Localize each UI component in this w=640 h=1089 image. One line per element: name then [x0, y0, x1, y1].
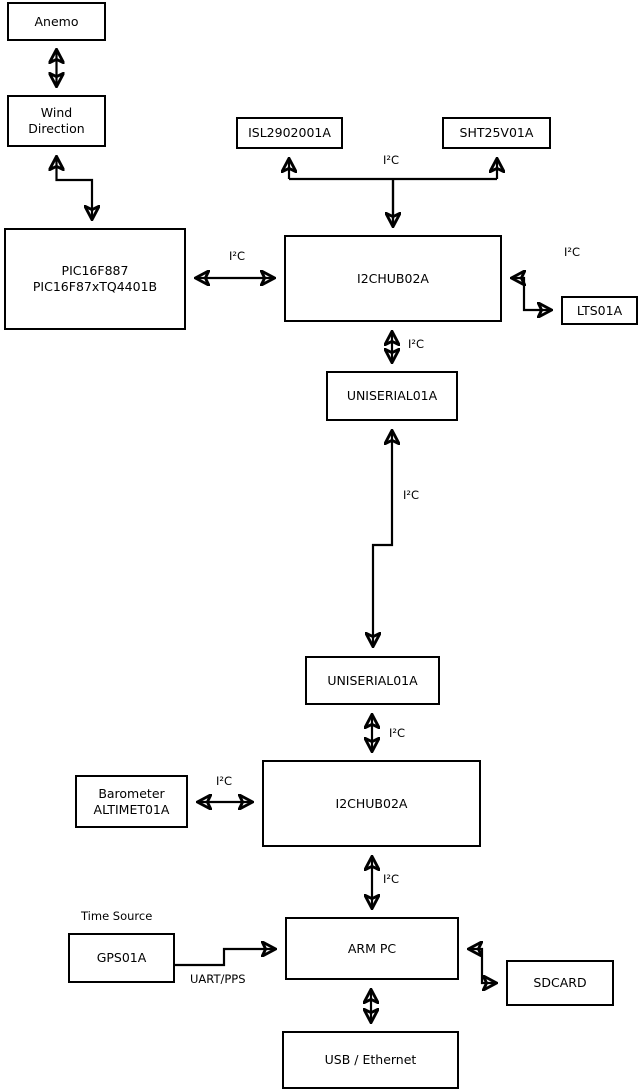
edge-label-i2c-hub2-arm: I²C [383, 872, 400, 886]
edge-label-i2c-uniserial-link: I²C [403, 488, 420, 502]
node-uniserial01a-bottom[interactable]: UNISERIAL01A [305, 656, 440, 705]
node-i2chub02a-bottom[interactable]: I2CHUB02A [262, 760, 481, 847]
edge-label-i2c-lts: I²C [564, 245, 581, 259]
edge-label-i2c-barometer: I²C [216, 774, 233, 788]
edge-hub-lts [512, 278, 551, 310]
edge-label-i2c-uniserial-hub2: I²C [389, 726, 406, 740]
label-time-source: Time Source [81, 909, 153, 923]
node-usb-ethernet[interactable]: USB / Ethernet [282, 1031, 459, 1089]
edge-label-i2c-top-bus: I²C [383, 153, 400, 167]
node-i2chub02a-top[interactable]: I2CHUB02A [284, 235, 502, 322]
edge-wind-pic [57, 157, 93, 219]
node-lts01a[interactable]: LTS01A [561, 296, 638, 325]
node-anemo[interactable]: Anemo [7, 2, 106, 41]
node-barometer-altimet01a[interactable]: Barometer ALTIMET01A [75, 775, 188, 828]
edge-label-i2c-pic-hub: I²C [229, 249, 246, 263]
node-wind-direction[interactable]: Wind Direction [7, 95, 106, 147]
edge-uniserial-link [373, 431, 392, 646]
edge-label-uart-pps: UART/PPS [190, 972, 246, 986]
edge-label-i2c-hub-uniserial: I²C [408, 337, 425, 351]
node-arm-pc[interactable]: ARM PC [285, 917, 459, 980]
node-pic16f887[interactable]: PIC16F887 PIC16F87xTQ4401B [4, 228, 186, 330]
edge-gps-arm [175, 949, 275, 967]
edge-arm-sdcard [469, 949, 496, 983]
node-sht25v01a[interactable]: SHT25V01A [442, 117, 551, 149]
node-gps01a[interactable]: GPS01A [68, 933, 175, 983]
node-isl2902001a[interactable]: ISL2902001A [236, 117, 343, 149]
node-sdcard[interactable]: SDCARD [506, 960, 614, 1006]
node-uniserial01a-top[interactable]: UNISERIAL01A [326, 371, 458, 421]
